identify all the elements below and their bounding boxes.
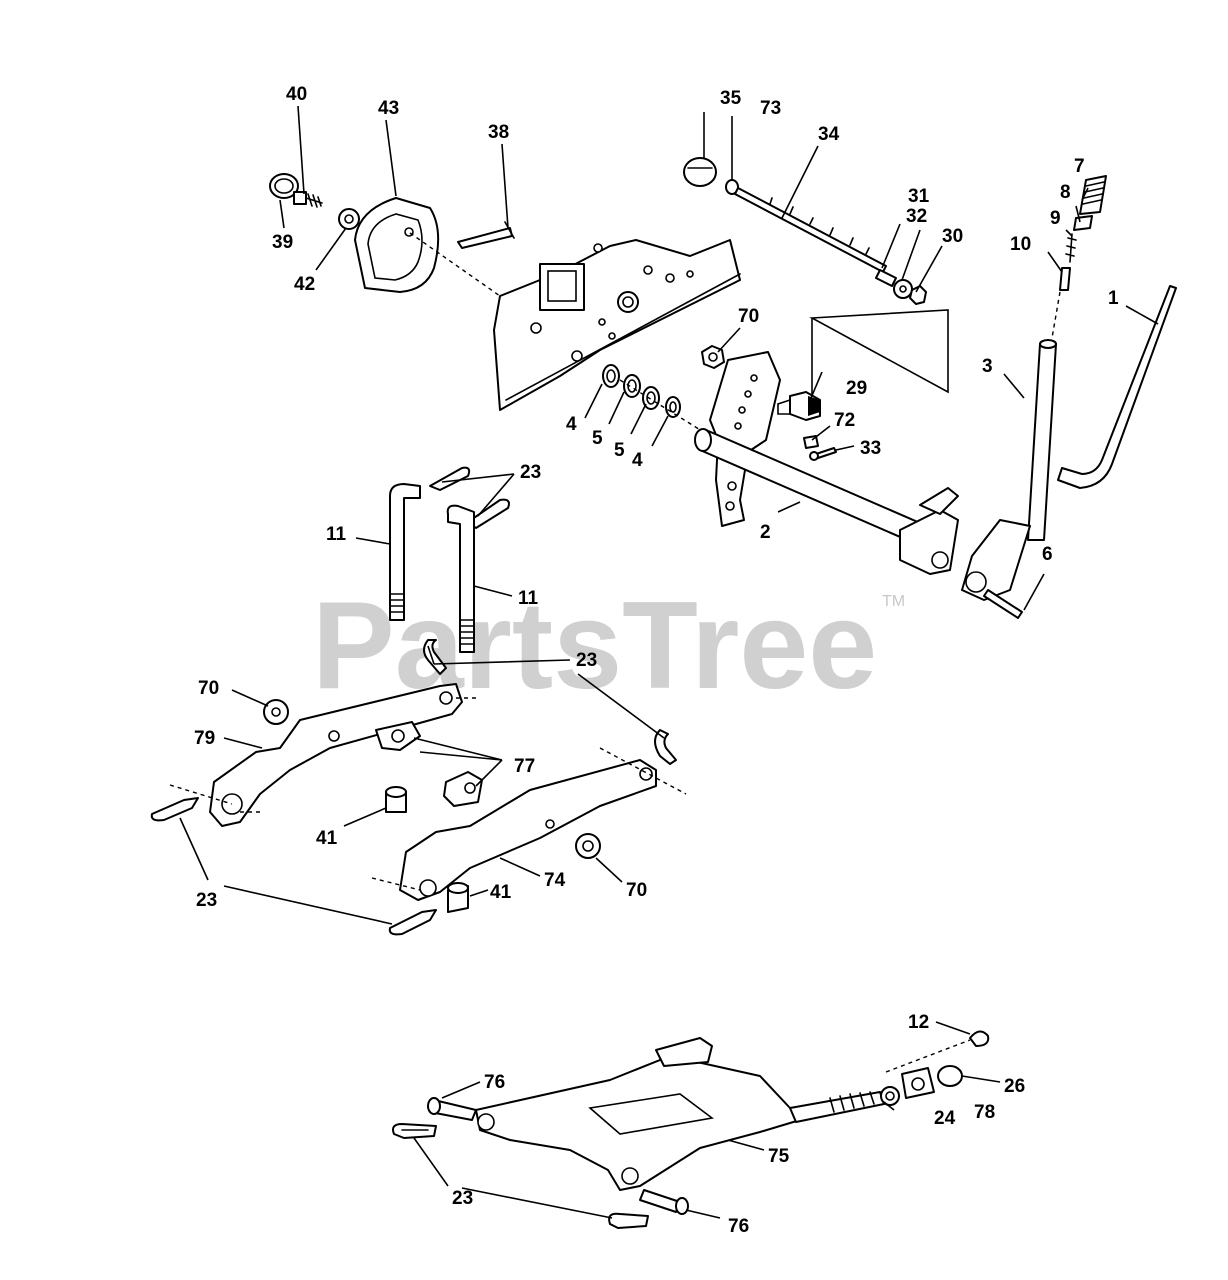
callout-79: 79 <box>194 728 215 749</box>
part-39-ring <box>269 173 299 199</box>
part-mounting-bracket <box>493 239 741 411</box>
part-7-grip <box>1079 175 1107 215</box>
part-76-bolt-b <box>639 1189 689 1215</box>
callout-77: 77 <box>514 756 535 777</box>
part-11-jbolt-a <box>389 483 421 621</box>
part-23-hairpin-d <box>654 729 677 765</box>
part-1-rod <box>1057 285 1177 489</box>
callout-23b: 23 <box>576 650 597 671</box>
part-34-rod <box>734 187 887 273</box>
callout-4a: 4 <box>566 414 577 435</box>
callout-8: 8 <box>1060 182 1071 203</box>
callout-32: 32 <box>906 206 927 227</box>
part-35-knob <box>683 157 717 187</box>
watermark: PartsTree <box>312 577 877 715</box>
part-8-nut <box>1073 215 1093 231</box>
part-5-washer-a <box>623 374 641 398</box>
part-77-trunnion-b <box>443 771 483 807</box>
part-70-nut-right <box>575 833 601 859</box>
part-2-lift-shaft <box>694 351 959 575</box>
callout-74: 74 <box>544 870 566 891</box>
part-77-trunnion-a <box>375 721 421 751</box>
part-4-bushing-b <box>665 396 681 418</box>
callout-41b: 41 <box>490 882 512 903</box>
callout-26: 26 <box>1004 1076 1025 1097</box>
callout-38: 38 <box>488 122 509 143</box>
part-76-bolt-a <box>427 1097 477 1121</box>
part-26-spacer <box>937 1065 963 1087</box>
callout-41a: 41 <box>316 828 338 849</box>
callout-70c: 70 <box>626 880 647 901</box>
callout-72: 72 <box>834 410 855 431</box>
callout-70b: 70 <box>198 678 219 699</box>
callout-6: 6 <box>1042 544 1053 565</box>
callout-7: 7 <box>1074 156 1085 177</box>
part-41-bushing-a <box>385 786 407 813</box>
part-11-jbolt-b <box>446 504 475 653</box>
part-33-pin <box>809 447 837 461</box>
part-70-nut-left <box>263 699 289 725</box>
part-23-hairpin-g <box>392 1123 437 1139</box>
callout-75: 75 <box>768 1146 790 1167</box>
callout-4b: 4 <box>632 450 643 471</box>
leader-lines <box>179 105 1159 1219</box>
callout-12: 12 <box>908 1012 929 1033</box>
callout-31: 31 <box>908 186 930 207</box>
callout-11a: 11 <box>326 524 347 545</box>
part-12-clip <box>969 1030 990 1047</box>
part-32-spring <box>875 269 897 287</box>
callout-1: 1 <box>1108 288 1119 309</box>
part-78-bracket <box>901 1067 935 1099</box>
part-23-hairpin-a <box>429 466 471 491</box>
callout-5a: 5 <box>592 428 603 449</box>
part-23-hairpin-e <box>150 797 199 822</box>
part-43-knob <box>354 197 440 293</box>
callout-2: 2 <box>760 522 771 543</box>
part-29-switch <box>777 391 821 421</box>
callout-70a: 70 <box>738 306 759 327</box>
part-24-nut <box>880 1086 900 1106</box>
callout-3: 3 <box>982 356 993 377</box>
part-5-washer-b <box>642 386 660 410</box>
callout-23d: 23 <box>452 1188 473 1209</box>
callout-11b: 11 <box>518 588 539 609</box>
callout-23a: 23 <box>520 462 541 483</box>
part-10-pin <box>1059 267 1071 291</box>
part-9-spring <box>1065 233 1077 263</box>
part-6-pin <box>983 589 1023 619</box>
callout-40: 40 <box>286 84 307 105</box>
part-75-support <box>475 1037 885 1191</box>
part-23-hairpin-b <box>467 498 510 529</box>
callout-30: 30 <box>942 226 963 247</box>
callout-29: 29 <box>846 378 867 399</box>
callout-33: 33 <box>860 438 881 459</box>
part-4-bushing-a <box>602 364 620 388</box>
part-42-washer <box>338 208 360 230</box>
callout-24: 24 <box>934 1108 956 1129</box>
callout-39: 39 <box>272 232 293 253</box>
callout-10: 10 <box>1010 234 1031 255</box>
part-38-clip <box>457 221 515 249</box>
callout-34: 34 <box>818 124 840 145</box>
callout-9: 9 <box>1050 208 1061 229</box>
part-3-lever <box>961 339 1057 601</box>
callout-42: 42 <box>294 274 315 295</box>
part-40-bolt <box>293 191 323 208</box>
part-31-washer <box>893 279 913 299</box>
watermark-tm: TM <box>882 593 905 610</box>
callout-5b: 5 <box>614 440 625 461</box>
part-41-bushing-b <box>447 882 469 913</box>
callout-35: 35 <box>720 88 742 109</box>
part-23-hairpin-h <box>608 1212 649 1229</box>
part-23-hairpin-f <box>388 909 437 936</box>
callout-43: 43 <box>378 98 399 119</box>
callout-labels: 1 2 3 4 4 5 5 6 7 8 9 10 11 11 12 23 23 … <box>194 84 1119 1237</box>
callout-23c: 23 <box>196 890 217 911</box>
callout-76a: 76 <box>484 1072 505 1093</box>
callout-76b: 76 <box>728 1216 749 1237</box>
callout-73: 73 <box>760 98 781 119</box>
callout-78: 78 <box>974 1102 995 1123</box>
